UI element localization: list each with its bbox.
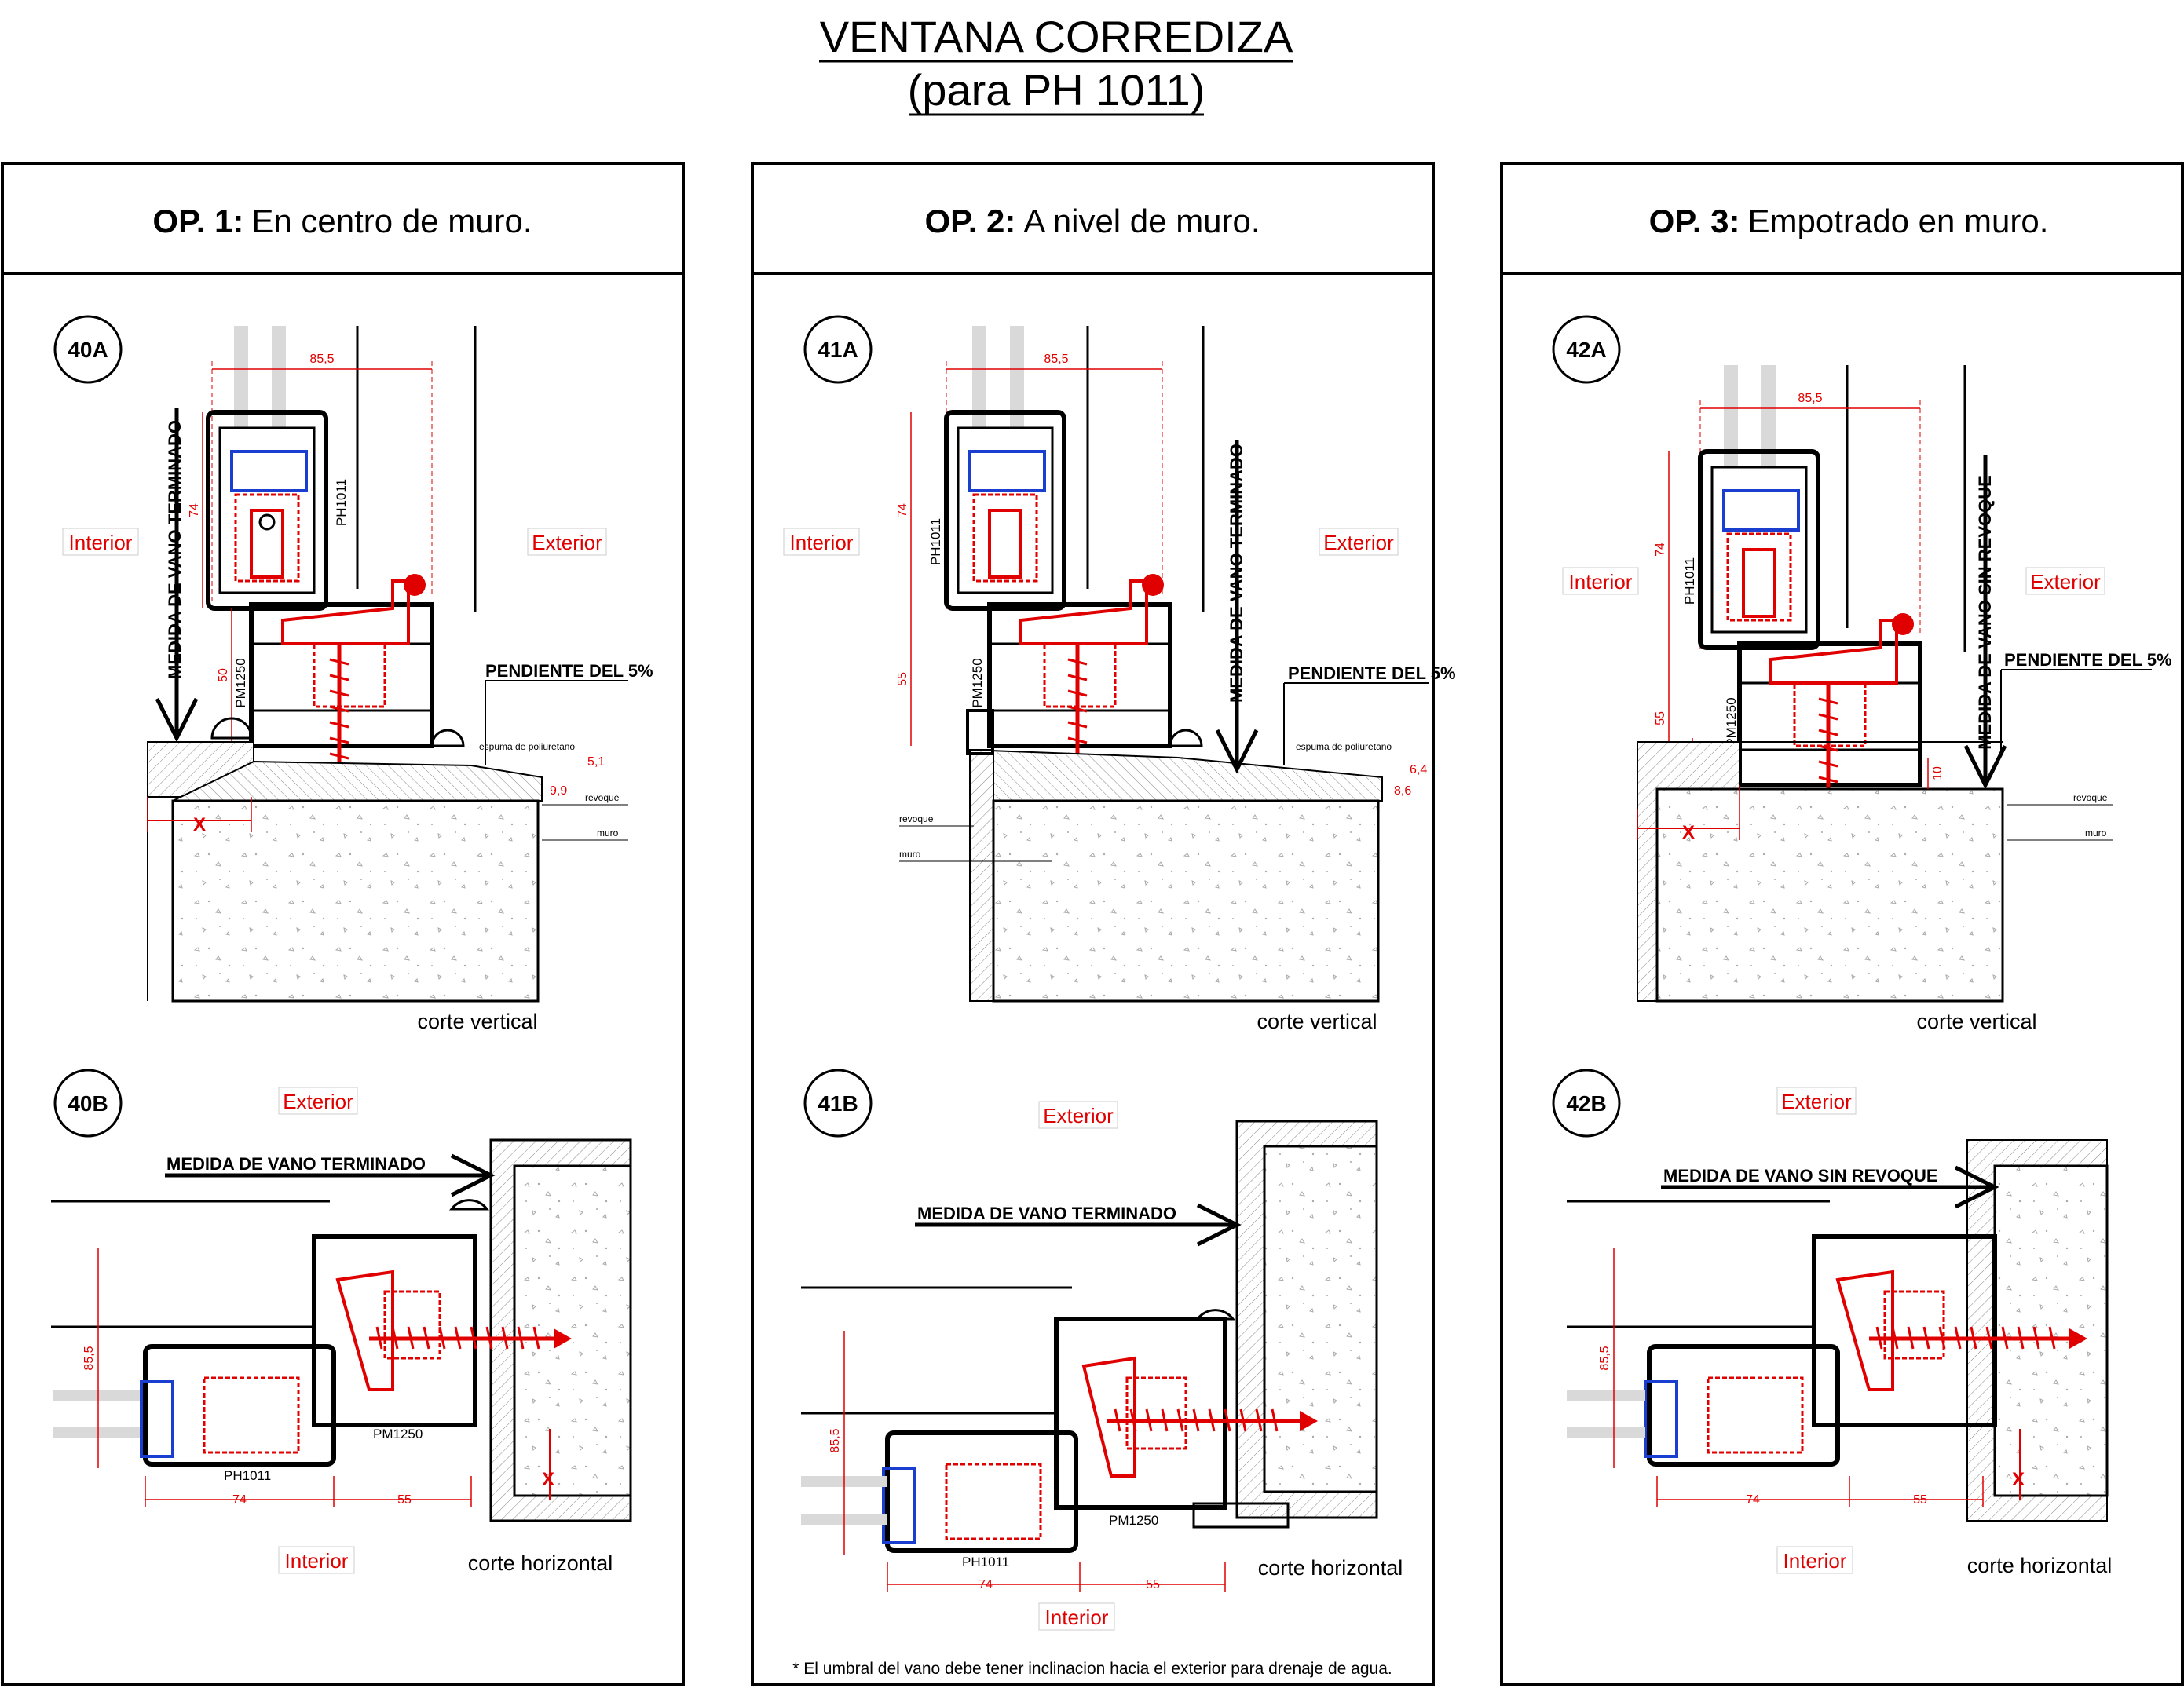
dimension-b: 55 [1146, 1578, 1160, 1591]
dimension-frame-height: 55 [1654, 711, 1667, 725]
profile-frame-label: PM1250 [373, 1427, 423, 1441]
detail-bubble [1552, 1069, 1621, 1138]
panel-op3: OP. 3:Empotrado en muro. 42A 85,5 PH1011… [1500, 162, 2184, 1686]
arrow-label-vano: MEDIDA DE VANO TERMINADO [166, 1154, 426, 1174]
detail-bubble [803, 315, 873, 384]
arrow-label-vano: MEDIDA DE VANO TERMINADO [165, 420, 185, 679]
dimension-d1: 5,1 [587, 755, 605, 769]
panel-op1: OP. 1:En centro de muro. 40A 85,5 PH1011 [1, 162, 685, 1686]
slope-label: PENDIENTE DEL 5% [1288, 663, 1456, 683]
foam-callout: espuma de poliuretano [479, 741, 575, 752]
dimension-depth: 85,5 [82, 1346, 96, 1370]
label-interior: Interior [69, 531, 133, 554]
footnote: * El umbral del vano debe tener inclinac… [792, 1660, 1392, 1678]
dimension-b: 55 [397, 1493, 412, 1507]
dimension-d2: 8,6 [1394, 784, 1411, 798]
arrow-label-vano: MEDIDA DE VANO SIN REVOQUE [1975, 475, 1995, 750]
dimension-d2: 9,9 [550, 784, 567, 798]
detail-number: 40B [68, 1091, 108, 1116]
label-exterior: Exterior [1781, 1090, 1852, 1113]
wall-callout: muro [2085, 828, 2107, 839]
detail-bubble [53, 1069, 123, 1138]
slope-label: PENDIENTE DEL 5% [485, 661, 653, 681]
section-41b: 41B Exterior MEDIDA DE VANO TERMINADO PM… [792, 1069, 1403, 1678]
profile-frame-label: PM1250 [1724, 697, 1739, 747]
dimension-sash-height: 74 [896, 503, 909, 517]
section-40b: 40B Exterior MEDIDA DE VANO TERMINADO [51, 1069, 632, 1575]
section-41a: 41A 85,5 PH1011 74 55 PM125 [783, 315, 1456, 1033]
dimension-depth: 85,5 [829, 1428, 842, 1452]
dimension-sash-height: 74 [1654, 543, 1667, 557]
render-callout: revoque [585, 792, 620, 803]
profile-sash-label: PH1011 [928, 518, 943, 565]
section-42b: 42B Exterior MEDIDA DE VANO SIN REVOQUE … [1552, 1069, 2113, 1577]
profile-frame-label: PM1250 [233, 658, 248, 707]
detail-bubble [803, 1069, 873, 1138]
dimension-top: 85,5 [309, 353, 334, 366]
label-interior: Interior [285, 1549, 349, 1573]
dimension-b: 55 [1913, 1493, 1927, 1507]
label-interior: Interior [790, 531, 854, 554]
drawing-subtitle: (para PH 1011) [908, 65, 1205, 115]
panel-heading: OP. 2:A nivel de muro. [924, 203, 1260, 239]
panel-heading: OP. 1:En centro de muro. [152, 203, 532, 239]
label-interior: Interior [1045, 1606, 1109, 1629]
label-interior: Interior [1569, 570, 1633, 594]
dimension-x: X [542, 1469, 554, 1490]
dimension-x: X [193, 814, 206, 835]
dimension-depth: 85,5 [1598, 1346, 1611, 1370]
dimension-x: X [2012, 1469, 2025, 1490]
drawing-title: VENTANA CORREDIZA [820, 12, 1293, 61]
wall-callout: muro [899, 849, 921, 860]
caption-horizontal: corte horizontal [1258, 1556, 1403, 1580]
dimension-top: 85,5 [1798, 392, 1822, 405]
dimension-d1: 6,4 [1410, 763, 1427, 776]
dimension-frame-height: 55 [896, 672, 909, 686]
profile-frame-label: PM1250 [1109, 1513, 1158, 1528]
dimension-a: 74 [232, 1493, 247, 1507]
caption-vertical: corte vertical [1257, 1010, 1377, 1033]
slope-label: PENDIENTE DEL 5% [2004, 650, 2172, 670]
caption-horizontal: corte horizontal [468, 1551, 613, 1575]
label-exterior: Exterior [1323, 531, 1394, 554]
foam-callout: espuma de poliuretano [1296, 741, 1392, 752]
dimension-a: 74 [979, 1578, 993, 1591]
arrow-label-vano: MEDIDA DE VANO SIN REVOQUE [1663, 1166, 1938, 1186]
dimension-a: 74 [1746, 1493, 1760, 1507]
detail-number: 42A [1566, 338, 1606, 362]
detail-number: 42B [1566, 1091, 1606, 1116]
arrow-label-vano: MEDIDA DE VANO TERMINADO [917, 1204, 1176, 1223]
wall-callout: muro [597, 828, 619, 839]
dimension-top: 85,5 [1044, 353, 1068, 366]
dimension-x: X [1682, 822, 1695, 843]
caption-horizontal: corte horizontal [1967, 1554, 2113, 1577]
render-callout: revoque [2073, 792, 2108, 803]
dimension-sash-height: 74 [188, 503, 201, 517]
caption-vertical: corte vertical [1916, 1010, 2036, 1033]
profile-sash-label: PH1011 [224, 1468, 271, 1483]
detail-number: 41B [818, 1091, 858, 1116]
dimension-frame-height: 50 [217, 668, 230, 682]
render-callout: revoque [899, 813, 934, 824]
profile-frame-label: PM1250 [970, 658, 985, 707]
label-exterior: Exterior [283, 1090, 353, 1113]
panel-op2: OP. 2:A nivel de muro. 41A 85,5 PH1011 7… [751, 162, 1456, 1686]
section-42a: 42A 85,5 PH1011 74 55 20 [1552, 315, 2172, 1033]
label-exterior: Exterior [1043, 1104, 1114, 1127]
detail-number: 41A [818, 338, 858, 362]
label-exterior: Exterior [532, 531, 602, 554]
arrow-label-vano: MEDIDA DE VANO TERMINADO [1227, 444, 1246, 703]
profile-sash-label: PH1011 [1682, 557, 1697, 605]
detail-number: 40A [68, 338, 108, 362]
panel-heading: OP. 3:Empotrado en muro. [1649, 203, 2049, 239]
caption-vertical: corte vertical [417, 1010, 537, 1033]
label-interior: Interior [1783, 1549, 1847, 1573]
detail-bubble [1552, 315, 1621, 384]
detail-bubble [53, 315, 123, 384]
label-exterior: Exterior [2030, 570, 2101, 594]
profile-sash-label: PH1011 [962, 1555, 1009, 1569]
profile-sash-label: PH1011 [334, 479, 349, 526]
dimension-d1: 10 [1931, 766, 1944, 780]
section-40a: 40A 85,5 PH1011 74 50 25 [53, 315, 653, 1033]
